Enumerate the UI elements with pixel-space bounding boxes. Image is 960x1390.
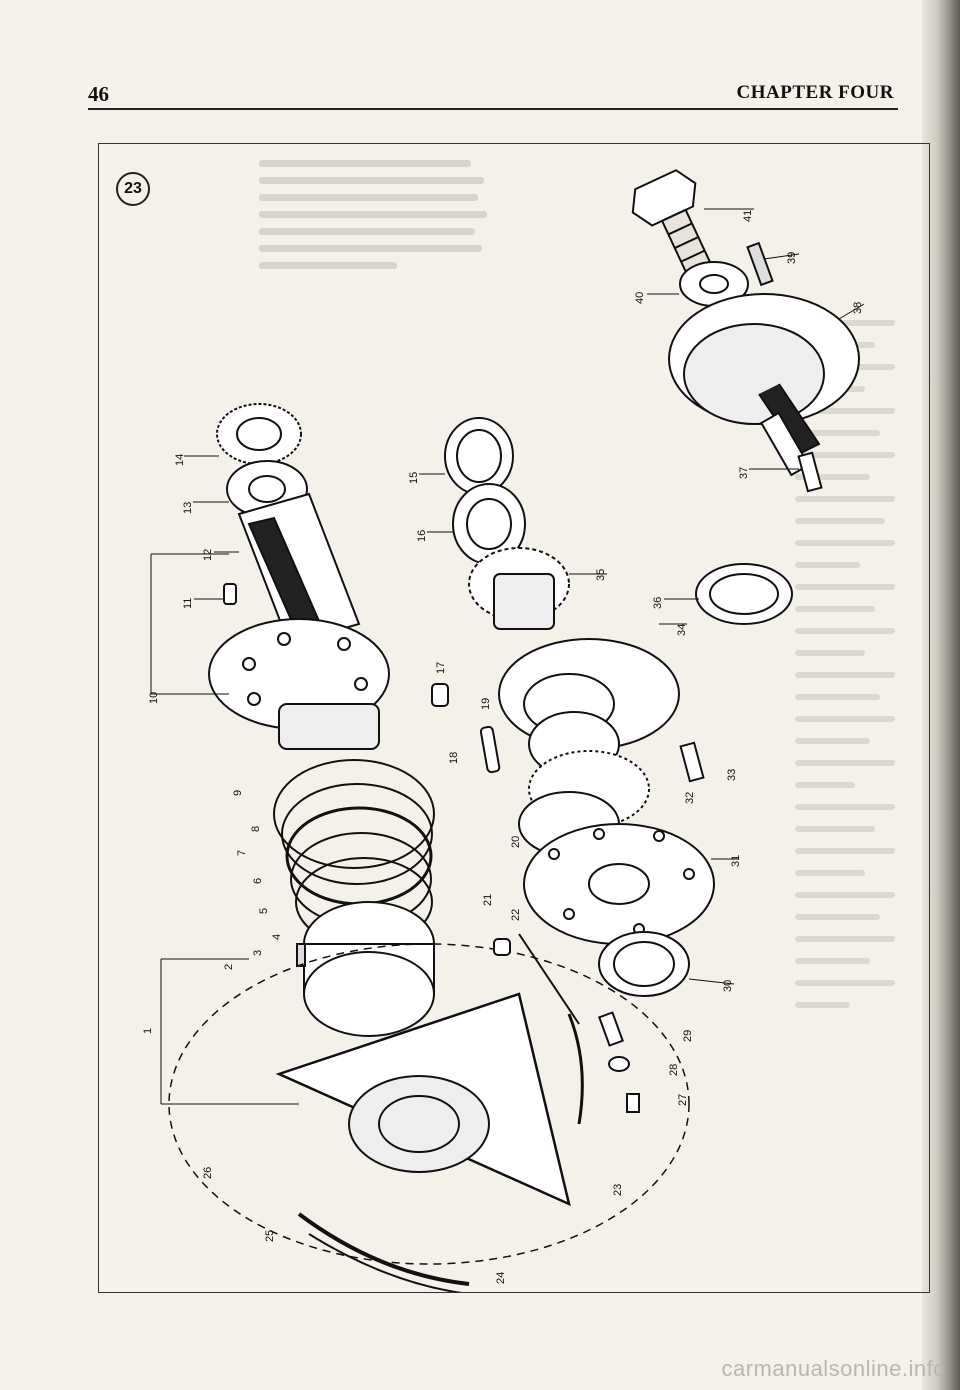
callout-22: 22 <box>510 909 522 921</box>
callout-16: 16 <box>416 530 428 542</box>
callout-2: 2 <box>223 964 235 970</box>
callout-32: 32 <box>684 792 696 804</box>
exploded-parts-diagram <box>150 169 860 1292</box>
figure-number-badge: 23 <box>116 172 150 206</box>
callout-3: 3 <box>252 950 264 956</box>
callout-19: 19 <box>480 698 492 710</box>
callout-41: 41 <box>742 210 754 222</box>
callout-18: 18 <box>448 752 460 764</box>
callout-39: 39 <box>786 252 798 264</box>
callout-20: 20 <box>510 836 522 848</box>
callout-23: 23 <box>612 1184 624 1196</box>
callout-9: 9 <box>232 790 244 796</box>
callout-17: 17 <box>435 662 447 674</box>
callout-27: 27 <box>677 1094 689 1106</box>
figure-frame: 23 <box>98 143 930 1293</box>
callout-31: 31 <box>730 855 742 867</box>
callout-8: 8 <box>250 826 262 832</box>
header-rule <box>88 108 898 110</box>
callout-7: 7 <box>236 850 248 856</box>
callout-6: 6 <box>252 878 264 884</box>
callout-26: 26 <box>202 1167 214 1179</box>
callout-15: 15 <box>408 472 420 484</box>
callout-12: 12 <box>202 549 214 561</box>
callout-4: 4 <box>271 934 283 940</box>
callout-36: 36 <box>652 597 664 609</box>
callout-33: 33 <box>726 769 738 781</box>
leader-lines <box>184 208 865 985</box>
bolt-part <box>631 169 717 286</box>
callout-29: 29 <box>682 1030 694 1042</box>
chapter-title: CHAPTER FOUR <box>736 82 894 103</box>
callout-1: 1 <box>142 1028 154 1034</box>
callout-13: 13 <box>182 502 194 514</box>
callout-37: 37 <box>738 467 750 479</box>
callout-40: 40 <box>634 292 646 304</box>
callout-30: 30 <box>722 980 734 992</box>
page-gutter-shadow <box>922 0 960 1390</box>
bleed-through-column <box>795 304 895 1024</box>
callout-21: 21 <box>482 894 494 906</box>
callout-28: 28 <box>668 1064 680 1076</box>
callout-5: 5 <box>258 908 270 914</box>
callout-11: 11 <box>182 598 194 609</box>
callout-14: 14 <box>174 454 186 466</box>
watermark: carmanualsonline.info <box>721 1356 946 1381</box>
callout-10: 10 <box>148 692 160 704</box>
callout-25: 25 <box>264 1230 276 1242</box>
callout-labels: 1 2 3 4 5 6 7 8 9 10 11 12 13 14 15 16 1… <box>142 208 865 1284</box>
callout-24: 24 <box>495 1272 507 1284</box>
page-number: 46 <box>88 82 109 106</box>
callout-34: 34 <box>676 624 688 636</box>
bleed-through-text <box>259 150 489 279</box>
callout-35: 35 <box>595 569 607 581</box>
